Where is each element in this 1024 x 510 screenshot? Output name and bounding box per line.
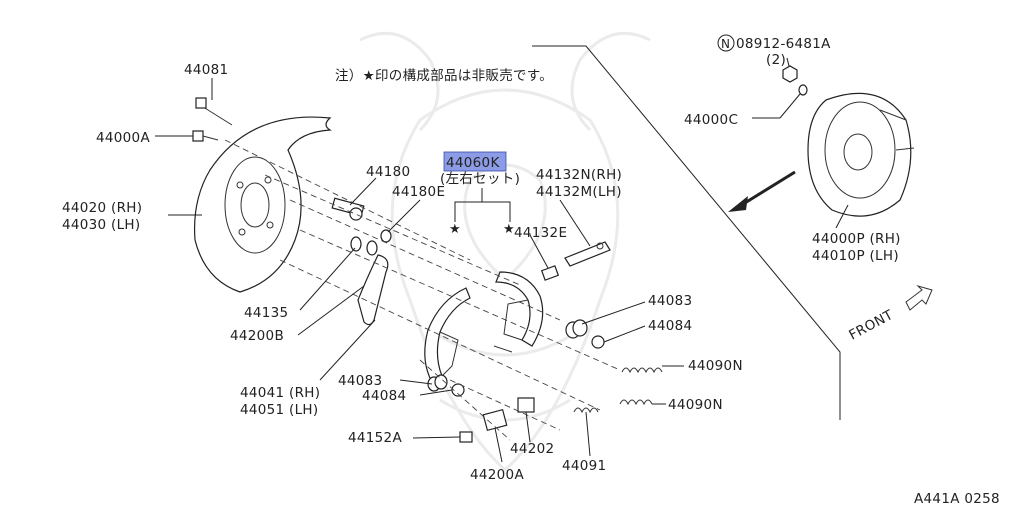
return-spring-part-44090N-lower [619,399,653,406]
label-44041-rh[interactable]: 44041 (RH) [240,385,320,401]
label-44132M-lh[interactable]: 44132M(LH) [536,184,622,200]
adjuster-part-44200A [482,408,508,432]
washer-part-44135 [350,229,392,256]
label-44051-lh[interactable]: 44051 (LH) [240,402,318,418]
front-indicator: FRONT [846,284,933,344]
label-44180[interactable]: 44180 [366,164,410,180]
bolt-part-44000A [192,130,219,142]
label-44060K[interactable]: 44060K [446,155,500,171]
label-08912-group[interactable]: N 08912-6481A [717,34,831,52]
brake-shoe-left-part [424,287,471,383]
label-44200A[interactable]: 44200A [470,467,524,483]
washer-part-44000C [798,84,808,96]
label-44083-right[interactable]: 44083 [648,293,692,309]
label-44090N-upper[interactable]: 44090N [688,358,743,374]
label-08912[interactable]: 08912-6481A [736,36,831,52]
adjuster-part-44180 [331,197,365,221]
label-44180E[interactable]: 44180E [392,184,445,200]
label-44132N-rh[interactable]: 44132N(RH) [536,167,622,183]
leader-lines [155,57,849,463]
nut-part-44152A [459,431,473,443]
shoe-set-bracket [454,188,511,222]
label-44200B[interactable]: 44200B [230,328,284,344]
label-44084-left[interactable]: 44084 [362,388,406,404]
spring-cup-part-44083-left [427,374,448,392]
label-44083-left[interactable]: 44083 [338,373,382,389]
nut-part-08912 [782,65,798,83]
brake-shoe-right-part [493,271,544,353]
label-44152A[interactable]: 44152A [348,430,402,446]
label-44090N-lower[interactable]: 44090N [668,397,723,413]
label-44000A[interactable]: 44000A [96,130,150,146]
label-44081[interactable]: 44081 [184,62,228,78]
label-44091[interactable]: 44091 [562,458,606,474]
spring-cup-part-44083-right [565,319,588,339]
star-marker-right: ★ [503,222,515,237]
star-marker-left: ★ [449,222,461,237]
diagram-code: A441A 0258 [914,491,1000,507]
label-44202[interactable]: 44202 [510,441,554,457]
backing-plate-assembly-part [807,92,915,217]
label-44030-lh[interactable]: 44030 (LH) [62,217,140,233]
label-44060K-note: (左右セット) [440,171,520,187]
label-08912-prefix: N [721,37,730,51]
bolt-part-44081 [195,97,233,126]
label-44135[interactable]: 44135 [244,305,288,321]
dust-shield-part [193,116,332,293]
label-08912-qty: (2) [766,52,786,68]
strut-part-44132 [564,241,611,267]
return-spring-part-44090N-upper [621,367,663,374]
section-divider-line [532,45,841,420]
label-44132E[interactable]: 44132E [514,225,567,241]
label-44000P-rh[interactable]: 44000P (RH) [812,231,901,247]
label-44000C[interactable]: 44000C [684,112,738,128]
label-44084-right[interactable]: 44084 [648,318,692,334]
front-label: FRONT [846,307,896,344]
adjuster-part-44202 [517,397,535,413]
spring-part-44091 [573,407,599,414]
highlight-44060K [443,151,507,172]
pin-part-44084-right [591,335,605,349]
label-44010P-lh[interactable]: 44010P (LH) [812,248,899,264]
assembly-guide-lines [224,139,621,441]
lever-part-44200B [357,254,389,326]
note-text: 注）★印の構成部品は非販売です。 [335,68,553,84]
label-44020-rh[interactable]: 44020 (RH) [62,200,142,216]
spring-part-44132E [540,265,560,281]
direction-arrow [728,170,796,212]
